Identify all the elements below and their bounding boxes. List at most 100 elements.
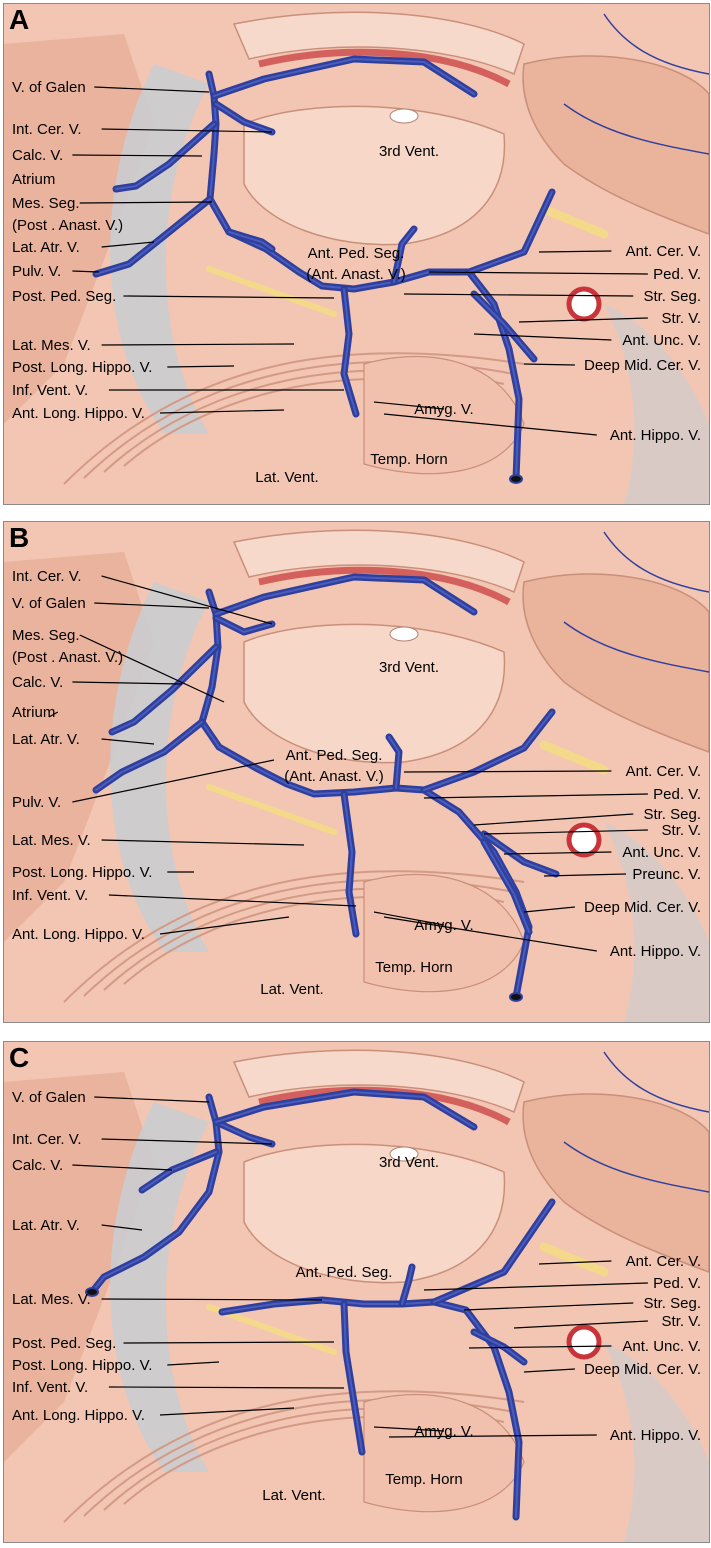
anatomy-label: Ant. Unc. V. (622, 332, 701, 349)
leader-line (538, 1260, 612, 1265)
anatomy-label: Ant. Hippo. V. (610, 427, 701, 444)
hippocampal-arc (63, 1390, 525, 1523)
anatomy-label: (Ant. Anast. V.) (284, 768, 384, 785)
anatomy-label: Inf. Vent. V. (12, 887, 88, 904)
corpus-callosum (232, 1049, 525, 1114)
vein-highlight (215, 1121, 273, 1145)
massa-intermedia (389, 1146, 419, 1162)
cortical-vein (563, 103, 709, 155)
optic-tract (206, 266, 337, 317)
anatomy-label: Ant. Cer. V. (626, 1253, 701, 1270)
leader-line (523, 363, 575, 366)
anatomy-label: 3rd Vent. (379, 1154, 439, 1171)
leader-line (101, 128, 273, 133)
anatomy-label: Post. Long. Hippo. V. (12, 359, 152, 376)
anatomy-label: Int. Cer. V. (12, 121, 82, 138)
anatomy-label: Ant. Hippo. V. (610, 943, 701, 960)
anatomy-label: Deep Mid. Cer. V. (584, 899, 701, 916)
leader-line (518, 317, 648, 323)
anatomy-label: Temp. Horn (385, 1471, 463, 1488)
vein-highlight (343, 288, 357, 415)
leader-line (101, 738, 155, 745)
vein-highlight (215, 1091, 475, 1128)
vein-network (85, 1088, 556, 1521)
anatomy-label: Lat. Vent. (262, 1487, 325, 1504)
anatomy-label: Temp. Horn (370, 451, 448, 468)
anatomy-label: Calc. V. (12, 1157, 63, 1174)
vein-highlight (483, 833, 557, 875)
anatomy-label: Calc. V. (12, 674, 63, 691)
leader-line (94, 86, 210, 93)
anatomy-label: Lat. Mes. V. (12, 1291, 91, 1308)
vein-highlight (433, 1201, 553, 1303)
leader-line (513, 1320, 648, 1329)
optic-nerve (539, 740, 609, 775)
vein-highlight (213, 58, 475, 97)
occipital-wedge (4, 1072, 154, 1462)
anatomy-label: (Ant. Anast. V.) (306, 266, 406, 283)
vein-highlight (95, 198, 211, 275)
vein-highlight (215, 103, 273, 133)
frontal-cortex (522, 55, 709, 235)
vein-highlight (473, 293, 535, 360)
vein-highlight (468, 191, 553, 273)
leader-line (101, 241, 155, 248)
anatomy-label: Ped. V. (653, 266, 701, 283)
occipital-wedge (4, 552, 154, 942)
leader-line (101, 839, 305, 846)
leader-line (523, 906, 575, 913)
vein-network (92, 55, 556, 484)
anatomy-label: Pulv. V. (12, 263, 61, 280)
anatomy-label: Pulv. V. (12, 794, 61, 811)
corpus-callosum (232, 529, 525, 594)
anatomy-background (4, 522, 709, 1022)
anatomy-label: Str. Seg. (643, 806, 701, 823)
anatomy-label: (Post . Anast. V.) (12, 217, 123, 234)
leader-line (403, 770, 612, 773)
cortical-vein (603, 13, 709, 75)
leader-line (538, 250, 612, 253)
anatomy-label: Post. Ped. Seg. (12, 1335, 116, 1352)
anatomy-label: Int. Cer. V. (12, 568, 82, 585)
leader-line (383, 413, 597, 436)
cortical-vein (603, 531, 709, 593)
leader-line (101, 1224, 143, 1231)
vein-highlight (388, 736, 400, 789)
anatomy-label: Atrium (12, 171, 55, 188)
anatomy-label: Lat. Atr. V. (12, 239, 80, 256)
vein-cut-end-icon (509, 474, 523, 484)
leader-line (101, 1138, 273, 1145)
anatomy-label: (Post . Anast. V.) (12, 649, 123, 666)
anatomy-label: Ant. Long. Hippo. V. (12, 405, 145, 422)
anatomy-label: Ant. Long. Hippo. V. (12, 926, 145, 943)
leader-line (167, 365, 235, 368)
leader-line (428, 271, 648, 275)
leader-line (423, 1282, 648, 1291)
leader-line (373, 401, 445, 410)
anatomy-label: Lat. Mes. V. (12, 832, 91, 849)
leader-line (468, 1345, 612, 1349)
anatomy-background (4, 4, 709, 504)
vein-highlight (423, 711, 553, 791)
leader-line (72, 270, 100, 273)
anatomy-label: Ant. Cer. V. (626, 763, 701, 780)
vein-highlight (393, 228, 415, 283)
anatomy-label: Inf. Vent. V. (12, 1379, 88, 1396)
leader-line (101, 1298, 323, 1301)
cortical-vein (563, 621, 709, 673)
anatomy-label: Mes. Seg. (12, 195, 80, 212)
anatomy-label: Ant. Ped. Seg. (286, 747, 383, 764)
leader-line (383, 916, 597, 952)
leader-line (543, 873, 627, 877)
anatomy-label: Temp. Horn (375, 959, 453, 976)
leader-line (101, 575, 273, 625)
vein-cut-end-icon (509, 992, 523, 1002)
leader-line (72, 1164, 173, 1171)
anatomy-label: Lat. Vent. (260, 981, 323, 998)
anatomy-label: Ant. Hippo. V. (610, 1427, 701, 1444)
leader-line (94, 602, 210, 609)
